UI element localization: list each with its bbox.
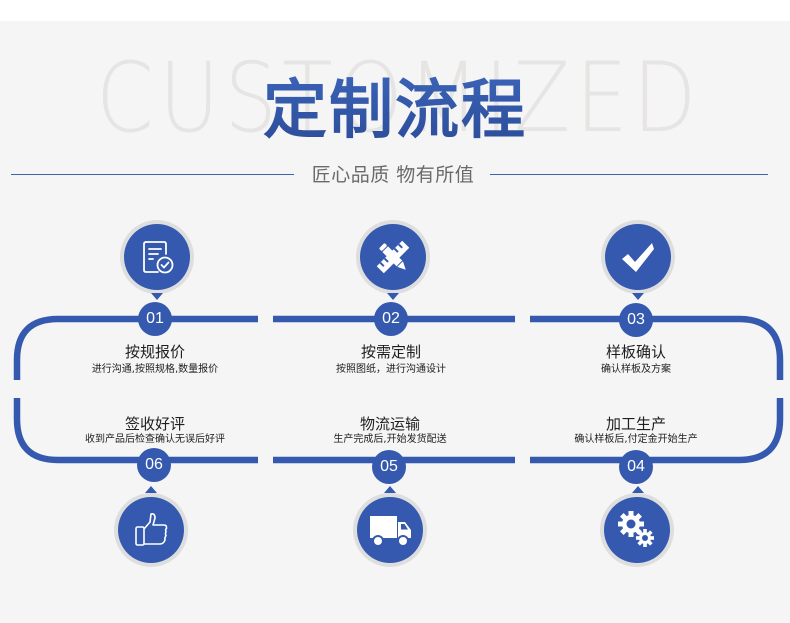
truck-icon xyxy=(357,497,423,563)
thumbs-up-icon xyxy=(118,497,184,563)
step-01-desc: 进行沟通,按照规格,数量报价 xyxy=(91,364,219,375)
step-01-title: 按规报价 xyxy=(124,343,185,361)
step-01-icon-ring xyxy=(120,220,194,294)
watermark-text: CUSTOMIZED xyxy=(56,46,735,150)
step-06-icon-ring xyxy=(114,493,188,567)
step-01-badge: 01 xyxy=(138,302,172,336)
step-02-badge: 02 xyxy=(374,302,408,336)
page-title: 定制流程 xyxy=(0,72,790,150)
step-06-title: 签收好评 xyxy=(124,415,185,433)
document-check-icon xyxy=(124,224,190,290)
step-05-desc: 生产完成后,开始发货配送 xyxy=(333,434,447,445)
step-02-title: 按需定制 xyxy=(360,343,421,361)
step-03-pointer xyxy=(632,293,644,300)
step-04-desc: 确认样板后,付定金开始生产 xyxy=(574,434,698,445)
step-03-badge: 03 xyxy=(619,303,653,337)
step-05-title: 物流运输 xyxy=(359,415,420,433)
step-03-icon-ring xyxy=(601,220,675,294)
step-05-pointer xyxy=(384,486,396,493)
step-05-badge: 05 xyxy=(372,450,406,484)
subtitle-divider-right xyxy=(490,174,768,175)
step-02-pointer xyxy=(387,293,399,300)
step-03-desc: 确认样板及方案 xyxy=(601,364,671,375)
subtitle-divider-left xyxy=(11,174,294,175)
page-subtitle: 匠心品质 物有所值 xyxy=(311,164,475,186)
pencil-ruler-icon xyxy=(360,224,426,290)
step-04-title: 加工生产 xyxy=(605,415,666,433)
checkmark-icon xyxy=(605,224,671,290)
step-02-desc: 按照图纸，进行沟通设计 xyxy=(336,364,446,375)
step-06-desc: 收到产品后检查确认无误后好评 xyxy=(85,434,225,445)
step-02-icon-ring xyxy=(356,220,430,294)
step-04-pointer xyxy=(632,486,644,493)
step-03-title: 样板确认 xyxy=(605,343,666,361)
step-04-badge: 04 xyxy=(619,450,653,484)
gears-icon xyxy=(604,497,670,563)
step-06-pointer xyxy=(145,486,157,493)
step-05-icon-ring xyxy=(353,493,427,567)
step-04-icon-ring xyxy=(600,493,674,567)
step-01-pointer xyxy=(151,293,163,300)
step-06-badge: 06 xyxy=(137,448,171,482)
